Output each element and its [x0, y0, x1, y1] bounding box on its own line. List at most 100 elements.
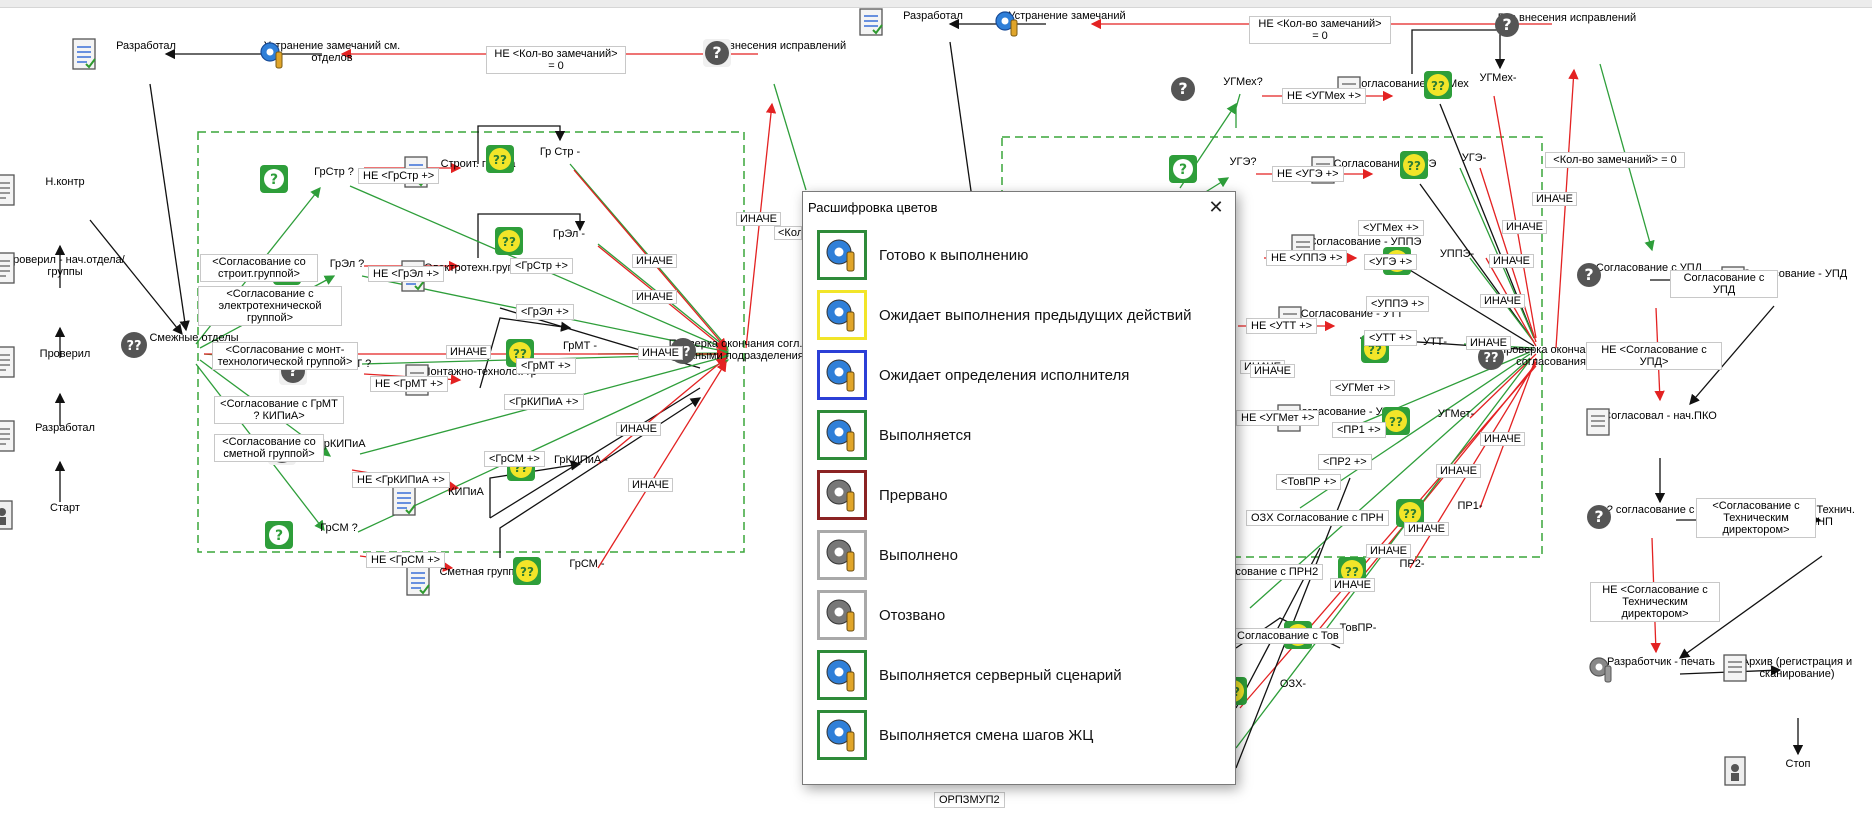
node-ozx[interactable]: ?? ОЗХ-: [1218, 676, 1368, 705]
node-razrabotal-top[interactable]: Разработал: [71, 38, 221, 70]
cond-grstr-plus: <ГрСтр +>: [510, 258, 573, 274]
node-uge-q[interactable]: ? УГЭ?: [1168, 154, 1318, 183]
node-label: Электротехн.группа: [424, 262, 526, 274]
cond-tovpr-plus: <ТовПР +>: [1276, 474, 1342, 490]
cond-kol-partial: <Кол: [774, 226, 802, 240]
node-arhiv[interactable]: Архив (регистрация и сканирование): [1722, 654, 1872, 682]
cond-ne-grsm: НЕ <ГрСМ +>: [366, 552, 446, 568]
legend-item-label: Выполняется серверный сценарий: [879, 666, 1122, 684]
svg-text:?: ?: [1502, 15, 1511, 34]
cond-pr1-plus: <ПР1 +>: [1332, 422, 1386, 438]
else-label: ИНАЧЕ: [1404, 522, 1449, 536]
node-ustranenie[interactable]: Устранение замечаний см. отделов: [257, 38, 407, 69]
node-proveril-nach[interactable]: Проверил - нач.отдела/группы: [0, 252, 140, 284]
node-ustranenie-right[interactable]: Устранение замечаний: [992, 8, 1142, 37]
node-grsm-q[interactable]: ? ГрСМ ?: [264, 520, 414, 549]
node-label: ТовПР-: [1339, 622, 1377, 634]
node-label: Разработал: [903, 10, 963, 22]
node-ugmeh-wait[interactable]: ?? УГМех-: [1423, 70, 1573, 99]
node-bez-vneseniya[interactable]: ? Без внесения исправлений: [702, 38, 852, 67]
node-grsm-wait[interactable]: ?? ГрСМ -: [512, 556, 662, 585]
node-ugmeh-q[interactable]: ? УГМех?: [1168, 74, 1318, 101]
node-kip[interactable]: КИПиА: [391, 484, 541, 516]
node-bez-vneseniya-right[interactable]: ? Без внесения исправлений: [1492, 10, 1642, 37]
node-proverka-left[interactable]: ?? Проверка окончания согл. со смежными …: [668, 336, 818, 364]
node-razrab-pechat[interactable]: Разработчик - печать: [1586, 654, 1736, 683]
node-grstr-q[interactable]: ? ГрСтр ?: [259, 164, 409, 193]
status-gear-icon: [817, 650, 867, 700]
else-label: ИНАЧЕ: [616, 422, 661, 436]
node-proveril[interactable]: Проверил: [0, 346, 140, 378]
cond-sogl-elektr: <Согласование с электротехнической групп…: [198, 286, 342, 326]
else-label: ИНАЧЕ: [1502, 220, 1547, 234]
legend-dialog[interactable]: Расшифровка цветов ✕ Готово к выполнению…: [802, 191, 1236, 785]
node-grmt-wait[interactable]: ?? ГрМТ -: [505, 338, 655, 367]
top-window-strip: [0, 0, 1872, 8]
node-razrabotal-right[interactable]: Разработал: [858, 8, 1008, 36]
svg-text:??: ??: [1368, 343, 1382, 357]
else-label: ИНАЧЕ: [736, 212, 781, 226]
cond-ne-utt: НЕ <УТТ +>: [1246, 318, 1318, 334]
legend-item-label: Ожидает определения исполнителя: [879, 366, 1130, 384]
node-soglasoval-pko[interactable]: Согласовал - нач.ПКО: [1585, 408, 1735, 436]
status-gear-icon: [817, 230, 867, 280]
node-razrabotal[interactable]: Разработал: [0, 420, 140, 452]
node-pr2[interactable]: ?? ПР2-: [1337, 556, 1487, 585]
cond-ne-uppe: НЕ <УППЭ +>: [1266, 250, 1348, 266]
node-pr1[interactable]: ?? ПР1-: [1395, 498, 1545, 527]
node-grstr-wait[interactable]: ?? Гр Стр -: [485, 144, 635, 173]
close-icon[interactable]: ✕: [1208, 196, 1224, 217]
svg-text:?: ?: [1594, 507, 1603, 526]
cond-ne-grkip: НЕ <ГрКИПиА +>: [352, 472, 450, 488]
node-label: Архив (регистрация и сканирование): [1741, 656, 1853, 680]
node-label: ГрКИПиА -: [554, 454, 608, 466]
status-gear-icon: [817, 350, 867, 400]
node-label: Проверка окончания согласования: [1498, 344, 1604, 368]
cond-sogl-mont: <Согласование с монт-технологической гру…: [212, 342, 358, 370]
node-label: Н.контр: [45, 176, 85, 188]
cond-sogl-kip: <Согласование с ГрМТ ? КИПиА>: [214, 396, 344, 424]
status-gear-icon: [817, 590, 867, 640]
node-label: УТТ-: [1422, 336, 1448, 348]
node-sogl-uppe[interactable]: Согласование - УППЭ: [1290, 234, 1440, 262]
svg-text:??: ??: [1407, 159, 1421, 173]
node-label: Разработал: [35, 422, 95, 434]
else-label: ИНАЧЕ: [638, 346, 683, 360]
legend-item-label: Выполняется смена шагов ЖЦ: [879, 726, 1094, 744]
node-label: Сметная группа: [439, 566, 521, 578]
node-proverka-right[interactable]: ?? Проверка окончания согласования: [1476, 342, 1626, 370]
svg-text:??: ??: [1403, 507, 1417, 521]
svg-text:?: ?: [1179, 162, 1187, 178]
svg-text:??: ??: [1483, 351, 1498, 366]
node-sogl-td-q[interactable]: ? ? согласование с ТД: [1584, 502, 1734, 529]
cond-ne-td: НЕ <Согласование с Техническим директоро…: [1590, 582, 1720, 622]
node-n-kontr[interactable]: Н.контр: [0, 174, 140, 206]
dialog-titlebar[interactable]: Расшифровка цветов ✕: [803, 192, 1235, 222]
svg-text:??: ??: [520, 565, 534, 579]
cond-pr2-plus: <ПР2 +>: [1318, 454, 1372, 470]
node-label: ГрКИПиА: [318, 438, 366, 450]
node-label: ПР1-: [1457, 500, 1483, 512]
node-label: УГМет-: [1437, 408, 1475, 420]
node-uge-wait[interactable]: ?? УГЭ-: [1399, 150, 1549, 179]
node-label: Разработал: [116, 40, 176, 52]
cond-kol-zam: <Кол-во замечаний> = 0: [1545, 152, 1685, 168]
else-label: ИНАЧЕ: [1366, 544, 1411, 558]
svg-text:??: ??: [513, 347, 527, 361]
node-grel-wait[interactable]: ?? ГрЭл -: [494, 226, 644, 255]
svg-text:??: ??: [126, 339, 141, 354]
node-label: Стоп: [1785, 758, 1811, 770]
node-smezhnye[interactable]: ?? Смежные отделы: [119, 330, 269, 358]
node-label: УППЭ-: [1439, 248, 1475, 260]
node-ugmet-wait[interactable]: ?? УГМет-: [1381, 406, 1531, 435]
else-label: ИНАЧЕ: [628, 478, 673, 492]
legend-item: Ожидает выполнения предыдущих действий: [817, 290, 1192, 340]
node-stop[interactable]: Стоп: [1723, 756, 1872, 786]
workflow-canvas[interactable]: Разработал Устранение замечаний см. отде…: [0, 8, 1872, 813]
svg-text:??: ??: [1431, 79, 1445, 93]
node-start[interactable]: Старт: [0, 500, 140, 530]
else-label: ИНАЧЕ: [1250, 364, 1295, 378]
cond-utt-plus: <УТТ +>: [1364, 330, 1417, 346]
node-smetnaya[interactable]: Сметная группа: [405, 564, 555, 596]
node-sogl-upd-q[interactable]: ? Согласование с УПД: [1574, 260, 1724, 287]
